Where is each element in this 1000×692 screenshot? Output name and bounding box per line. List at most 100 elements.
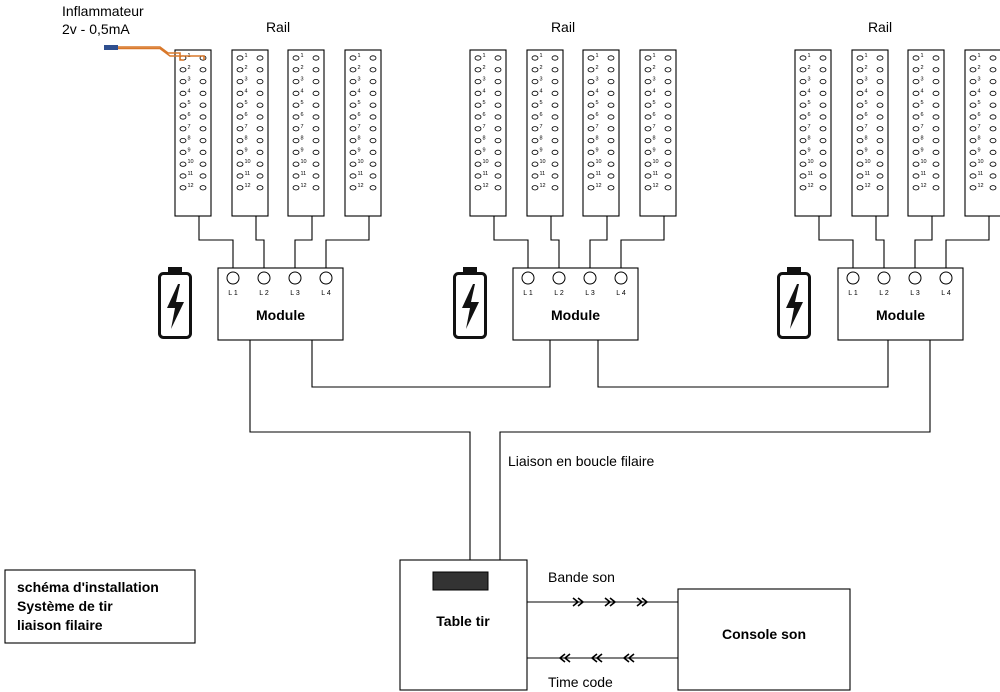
- rail-socket: [664, 79, 672, 85]
- module-port-label: L 2: [554, 290, 564, 297]
- rail-position-number: 1: [301, 53, 304, 59]
- rail-position-number: 1: [358, 53, 361, 59]
- rail-socket: [474, 55, 482, 61]
- lightning-bolt: [786, 284, 803, 329]
- rail-to-port-wire: [255, 216, 265, 272]
- rail-socket: [199, 102, 207, 108]
- rail-socket: [876, 149, 884, 155]
- rail-position-number: 8: [301, 136, 304, 142]
- rail-socket: [989, 102, 997, 108]
- rail-position-number: 3: [540, 77, 543, 83]
- rail-socket: [799, 185, 807, 191]
- rail-socket: [876, 102, 884, 108]
- rail-title: Rail: [551, 19, 575, 35]
- module-port: [614, 271, 628, 285]
- rail-position-number: 8: [358, 136, 361, 142]
- rail-socket: [369, 90, 377, 97]
- rail-position-number: 7: [188, 124, 191, 130]
- rail-socket: [312, 55, 320, 61]
- rail-position-number: 10: [483, 159, 489, 165]
- rail-position-number: 3: [245, 77, 248, 83]
- rail-position-number: 7: [978, 124, 981, 130]
- rail-socket: [799, 79, 807, 85]
- rail-position-number: 11: [540, 171, 546, 177]
- module-port-label: L 1: [523, 290, 533, 297]
- firing-table-label: Table tir: [436, 613, 490, 629]
- rail-socket: [989, 55, 997, 61]
- rail-strip: [526, 49, 564, 217]
- rail-position-number: 6: [653, 112, 656, 118]
- rail-position-number: 9: [358, 147, 361, 153]
- rail-socket: [969, 79, 977, 85]
- rail-socket: [932, 138, 940, 144]
- rail-strip: [582, 49, 620, 217]
- rail-socket: [369, 126, 377, 132]
- rail-position-number: 10: [865, 159, 871, 165]
- rail-socket: [256, 79, 264, 85]
- rail-position-number: 9: [596, 147, 599, 153]
- rail-socket: [236, 161, 244, 167]
- rail-position-number: 12: [188, 183, 194, 189]
- rail-to-port-wire: [493, 216, 529, 272]
- rail-socket: [292, 138, 300, 144]
- rail-socket: [369, 102, 377, 108]
- rail-strip: [794, 49, 832, 217]
- rail-socket: [551, 55, 559, 61]
- rail-position-number: 10: [301, 159, 307, 165]
- rail-socket: [256, 114, 264, 120]
- rails-layer: Rail123456789101112123456789101112123456…: [174, 19, 1000, 272]
- rail-socket: [551, 149, 559, 155]
- rail-socket: [587, 149, 595, 155]
- rail-socket: [531, 114, 539, 120]
- rail-socket: [856, 173, 864, 179]
- rail-position-number: 9: [978, 147, 981, 153]
- rail-socket: [876, 67, 884, 73]
- rail-socket: [236, 55, 244, 61]
- rail-socket: [607, 138, 615, 144]
- rail-position-number: 4: [540, 88, 543, 94]
- rail-socket: [312, 173, 320, 179]
- rail-position-number: 7: [653, 124, 656, 130]
- rail-socket: [932, 90, 940, 97]
- rail-position-number: 12: [808, 183, 814, 189]
- rail-position-number: 6: [188, 112, 191, 118]
- rail-socket: [912, 79, 920, 85]
- rail-socket: [607, 149, 615, 155]
- rail-position-number: 11: [596, 171, 602, 177]
- rail-socket: [292, 173, 300, 179]
- rail-socket: [969, 90, 977, 97]
- igniter-wire: [118, 46, 184, 61]
- rail-position-number: 3: [358, 77, 361, 83]
- rail-socket: [349, 102, 357, 108]
- rail-position-number: 5: [653, 100, 656, 106]
- rail-socket: [989, 90, 997, 97]
- rail-socket: [474, 126, 482, 132]
- module-port: [319, 271, 333, 285]
- module-port-label: L 2: [259, 290, 269, 297]
- rail-socket: [292, 161, 300, 167]
- rail-to-port-wire: [198, 216, 234, 272]
- rail-socket: [179, 185, 187, 191]
- rail-socket: [312, 67, 320, 73]
- rail-socket: [856, 90, 864, 97]
- rail-socket: [199, 67, 207, 73]
- chevron-left-icon: [627, 653, 635, 663]
- rail-socket: [799, 102, 807, 108]
- module-port-label: L 3: [585, 290, 595, 297]
- legend-line-1: schéma d'installation: [17, 579, 159, 595]
- rail-position-number: 5: [540, 100, 543, 106]
- lightning-bolt: [462, 284, 479, 329]
- rail-socket: [607, 79, 615, 85]
- rail-socket: [256, 185, 264, 191]
- rail-socket: [819, 55, 827, 61]
- rail-socket: [969, 114, 977, 120]
- rail-socket: [349, 161, 357, 167]
- rail-socket: [312, 185, 320, 191]
- rail-position-number: 3: [921, 77, 924, 83]
- rail-socket: [664, 114, 672, 120]
- rail-socket: [369, 55, 377, 61]
